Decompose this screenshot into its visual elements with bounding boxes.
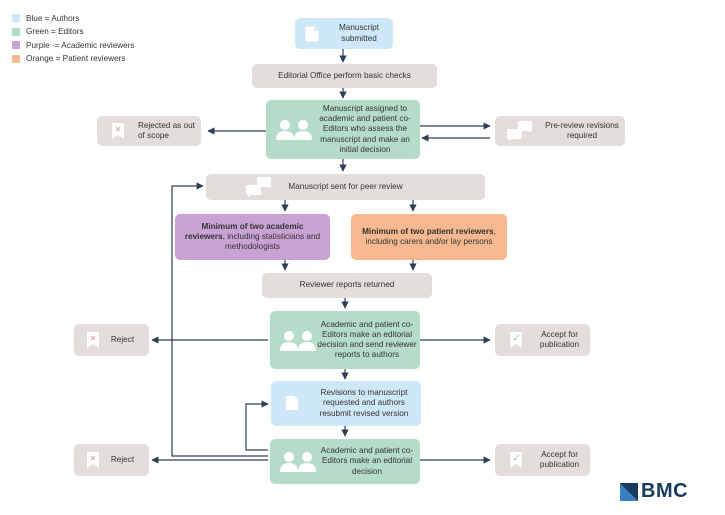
legend-swatch-blue bbox=[12, 14, 20, 22]
node-label: Manuscript assigned to academic and pati… bbox=[319, 103, 411, 154]
people-icon bbox=[276, 120, 312, 140]
node-label: Minimum of two academic reviewers, inclu… bbox=[183, 222, 323, 253]
legend-label: Blue = Authors bbox=[26, 13, 80, 23]
node-label: Editorial Office perform basic checks bbox=[278, 70, 411, 80]
node-label-rest: , including carers and/or lay persons bbox=[365, 226, 496, 246]
node-final-editorial-decision: Academic and patient co-Editors make an … bbox=[270, 439, 420, 484]
node-academic-reviewers: Minimum of two academic reviewers, inclu… bbox=[175, 214, 330, 260]
node-label-rest: , including statisticians and methodolog… bbox=[222, 231, 321, 252]
node-label: Rejected as out of scope bbox=[138, 120, 195, 140]
rejected-document-icon bbox=[87, 332, 99, 348]
bmc-logo: BMC bbox=[620, 480, 688, 503]
node-accept-2: Accept for publication bbox=[495, 444, 590, 476]
legend: Blue = Authors Green = Editors Purple -=… bbox=[12, 12, 135, 66]
rejected-document-icon bbox=[87, 452, 99, 468]
node-reviewer-reports-returned: Reviewer reports returned bbox=[262, 273, 432, 298]
node-label-bold: Minimum of two patient reviewers bbox=[362, 226, 494, 236]
people-icon bbox=[280, 331, 316, 351]
legend-item-academic: Purple -= Academic reviewers bbox=[12, 39, 135, 51]
node-label: Revisions to manuscript requested and au… bbox=[319, 388, 409, 418]
legend-item-editors: Green = Editors bbox=[12, 26, 135, 38]
node-label: Reject bbox=[110, 334, 135, 344]
speech-bubbles-icon bbox=[246, 177, 271, 197]
document-icon bbox=[305, 26, 319, 42]
node-editorial-decision-send: Academic and patient co-Editors make an … bbox=[270, 311, 420, 369]
legend-swatch-orange bbox=[12, 54, 20, 63]
node-sent-for-peer-review: Manuscript sent for peer review bbox=[206, 174, 485, 200]
node-basic-checks: Editorial Office perform basic checks bbox=[252, 64, 437, 88]
legend-item-authors: Blue = Authors bbox=[12, 12, 135, 24]
legend-item-patient: Orange = Patient reviewers bbox=[12, 53, 135, 65]
node-patient-reviewers: Minimum of two patient reviewers, includ… bbox=[351, 214, 507, 260]
legend-label: Green = Editors bbox=[26, 27, 84, 36]
node-rejected-out-of-scope: Rejected as out of scope bbox=[97, 116, 201, 146]
node-label: Accept for publication bbox=[539, 329, 580, 349]
node-manuscript-submitted: Manuscript submitted bbox=[295, 18, 393, 49]
node-label: Academic and patient co-Editors make an … bbox=[320, 446, 414, 476]
node-label: Reject bbox=[110, 454, 135, 464]
node-label: Pre-review revisions required bbox=[545, 120, 619, 140]
document-icon bbox=[286, 396, 298, 410]
legend-label: Purple -= Academic reviewers bbox=[26, 40, 135, 50]
legend-swatch-purple bbox=[12, 41, 20, 49]
node-pre-review-revisions: Pre-review revisions required bbox=[495, 116, 625, 146]
bmc-logo-icon bbox=[620, 482, 638, 501]
legend-swatch-green bbox=[12, 27, 20, 36]
node-reject-1: Reject bbox=[74, 324, 149, 356]
legend-label: Orange = Patient reviewers bbox=[26, 54, 126, 63]
bmc-logo-text: BMC bbox=[641, 480, 689, 502]
accepted-document-icon bbox=[510, 452, 522, 468]
speech-bubbles-icon bbox=[507, 121, 532, 141]
node-reject-2: Reject bbox=[74, 444, 149, 476]
node-label: Reviewer reports returned bbox=[299, 280, 395, 290]
node-label: Minimum of two patient reviewers, includ… bbox=[359, 227, 499, 248]
node-label: Accept for publication bbox=[539, 449, 580, 469]
node-accept-1: Accept for publication bbox=[495, 324, 590, 356]
node-manuscript-assigned: Manuscript assigned to academic and pati… bbox=[266, 100, 420, 159]
accepted-document-icon bbox=[510, 332, 522, 348]
node-label: Academic and patient co-Editors make an … bbox=[317, 319, 417, 360]
people-icon bbox=[280, 452, 316, 472]
node-label: Manuscript sent for peer review bbox=[288, 181, 403, 191]
node-revisions-requested: Revisions to manuscript requested and au… bbox=[271, 381, 421, 426]
rejected-document-icon bbox=[112, 123, 124, 139]
node-label-bold: Minimum of two academic reviewers bbox=[184, 221, 304, 241]
node-label: Manuscript submitted bbox=[338, 23, 380, 43]
